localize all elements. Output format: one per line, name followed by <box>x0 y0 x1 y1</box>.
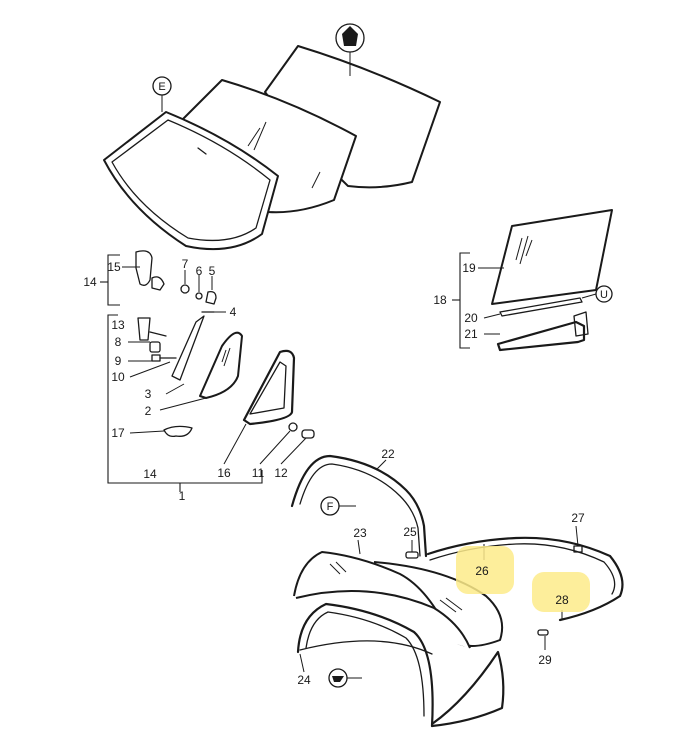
part-12-screw <box>301 429 315 439</box>
callout-20: 20 <box>464 311 478 325</box>
part-20-channel <box>499 297 583 317</box>
part-3-vent-frame <box>171 315 205 381</box>
part-2-vent-glass <box>199 331 243 399</box>
callout-22: 22 <box>381 447 395 461</box>
callout-2: 2 <box>145 404 152 418</box>
part-29-end-cap <box>537 629 549 636</box>
callout-15: 15 <box>107 260 121 274</box>
door-window-marker-symbol <box>595 285 613 303</box>
part-11-washer <box>288 422 298 432</box>
callout-28: 28 <box>555 593 569 607</box>
callout-21: 21 <box>464 327 478 341</box>
windshield-seal <box>103 111 279 251</box>
callout-13: 13 <box>111 318 125 332</box>
callout-10: 10 <box>111 370 125 384</box>
part-13-handle <box>137 317 151 341</box>
windshield-marker-text: E <box>158 81 165 93</box>
callout-29: 29 <box>538 653 552 667</box>
callout-11: 11 <box>252 466 265 480</box>
callout-18: 18 <box>433 293 447 307</box>
part-7-nut <box>180 284 190 294</box>
part-25-clip <box>405 551 419 559</box>
callout-27: 27 <box>571 511 585 525</box>
callout-14-upper: 14 <box>83 275 97 289</box>
top-frame-marker-symbol <box>320 496 340 516</box>
callout-16: 16 <box>217 466 231 480</box>
callout-25: 25 <box>403 525 417 539</box>
callout-26: 26 <box>475 564 489 578</box>
callout-24: 24 <box>297 673 311 687</box>
part-15-lever <box>135 250 153 286</box>
callout-14-lower: 14 <box>143 467 157 481</box>
part-19-door-glass <box>491 209 613 305</box>
part-17-seal <box>163 425 193 438</box>
callout-7: 7 <box>182 257 189 271</box>
callout-9: 9 <box>115 354 122 368</box>
callout-12: 12 <box>274 466 288 480</box>
part-24-rear-seal <box>296 602 434 728</box>
part-21-regulator <box>496 320 586 352</box>
part-5-knob <box>205 290 217 305</box>
callout-23: 23 <box>353 526 367 540</box>
bracket-group-14-lower <box>107 314 263 484</box>
callout-1: 1 <box>179 489 186 503</box>
callout-5: 5 <box>209 264 216 278</box>
part-26-trim-strip <box>426 536 624 622</box>
part-22-top-frame <box>290 454 428 558</box>
callout-17: 17 <box>111 426 125 440</box>
door-window-marker-text: U <box>600 289 608 301</box>
highlight-26 <box>456 546 514 594</box>
windshield-marker-symbol <box>152 76 172 96</box>
bracket-group-14-upper <box>107 254 120 306</box>
top-frame-marker-text: F <box>327 501 334 513</box>
callout-19: 19 <box>462 261 476 275</box>
callout-8: 8 <box>115 335 122 349</box>
callout-3: 3 <box>145 387 152 401</box>
callout-4: 4 <box>230 305 237 319</box>
callout-6: 6 <box>196 264 203 278</box>
part-8-body <box>149 341 161 353</box>
highlight-28 <box>532 572 590 612</box>
part-16-vent-seal <box>242 349 296 426</box>
part-9-spacer <box>151 354 161 362</box>
